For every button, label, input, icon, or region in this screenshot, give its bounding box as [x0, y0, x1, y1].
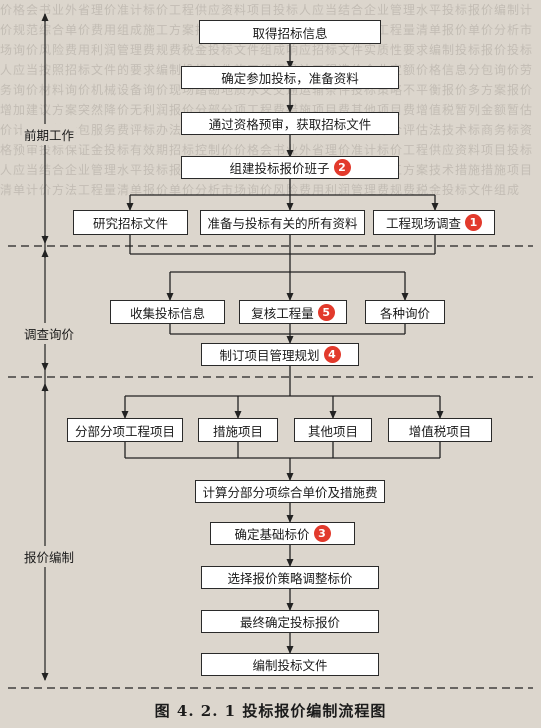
- box-site-survey: 工程现场调查 1: [373, 210, 495, 235]
- box-label: 分部分项工程项目: [74, 423, 175, 439]
- box-measure-items: 措施项目: [198, 418, 278, 442]
- box-label: 工程现场调查: [385, 216, 461, 231]
- box-label: 通过资格预审，获取招标文件: [208, 117, 372, 132]
- badge-2: 2: [333, 159, 351, 176]
- box-calc-unit-price: 计算分部分项综合单价及措施费: [195, 480, 385, 503]
- box-final-bid-price: 最终确定投标报价: [201, 610, 379, 633]
- box-label: 最终确定投标报价: [239, 615, 340, 630]
- box-other-items: 其他项目: [294, 418, 372, 442]
- box-label: 研究招标文件: [92, 216, 168, 231]
- box-base-price: 确定基础标价 3: [210, 522, 355, 545]
- box-obtain-tender-info: 取得招标信息: [199, 20, 381, 44]
- badge-1: 1: [465, 214, 482, 231]
- box-label: 计算分部分项综合单价及措施费: [202, 485, 378, 500]
- box-label: 收集投标信息: [129, 305, 205, 321]
- box-prepare-materials: 准备与投标有关的所有资料: [200, 210, 365, 235]
- box-label: 编制投标文件: [252, 658, 328, 673]
- box-collect-info: 收集投标信息: [110, 300, 225, 324]
- box-prequalification: 通过资格预审，获取招标文件: [181, 112, 399, 135]
- box-subitem-projects: 分部分项工程项目: [67, 418, 183, 442]
- badge-5: 5: [317, 303, 335, 321]
- box-label: 取得招标信息: [252, 25, 328, 41]
- box-label: 增值税项目: [408, 423, 472, 439]
- box-compile-bid-documents: 编制投标文件: [201, 653, 379, 676]
- box-decide-participate: 确定参加投标，准备资料: [181, 66, 399, 89]
- box-label: 复核工程量: [251, 305, 314, 321]
- box-label: 措施项目: [212, 423, 263, 439]
- stage-label-survey: 调查询价: [22, 323, 77, 344]
- box-label: 确定参加投标，准备资料: [221, 71, 359, 86]
- box-label: 选择报价策略调整标价: [227, 571, 353, 586]
- stage-label-early: 前期工作: [22, 124, 77, 145]
- box-vat-items: 增值税项目: [388, 418, 492, 442]
- box-pricing-strategy: 选择报价策略调整标价: [201, 566, 379, 589]
- box-label: 各种询价: [379, 305, 430, 321]
- box-form-team: 组建投标报价班子 2: [181, 156, 399, 179]
- box-label: 确定基础标价: [234, 527, 310, 542]
- badge-3: 3: [313, 525, 331, 542]
- badge-4: 4: [323, 346, 341, 363]
- box-label: 组建投标报价班子: [229, 161, 330, 176]
- box-label: 其他项目: [307, 423, 358, 439]
- stage-label-compile: 报价编制: [22, 546, 77, 567]
- box-recheck-quantity: 复核工程量 5: [239, 300, 347, 324]
- box-management-plan: 制订项目管理规划 4: [201, 343, 359, 366]
- box-label: 准备与投标有关的所有资料: [207, 216, 358, 231]
- box-study-documents: 研究招标文件: [73, 210, 188, 235]
- box-label: 制订项目管理规划: [219, 348, 320, 363]
- box-price-inquiry: 各种询价: [365, 300, 445, 324]
- figure-caption: 图 4. 2. 1 投标报价编制流程图: [154, 702, 387, 720]
